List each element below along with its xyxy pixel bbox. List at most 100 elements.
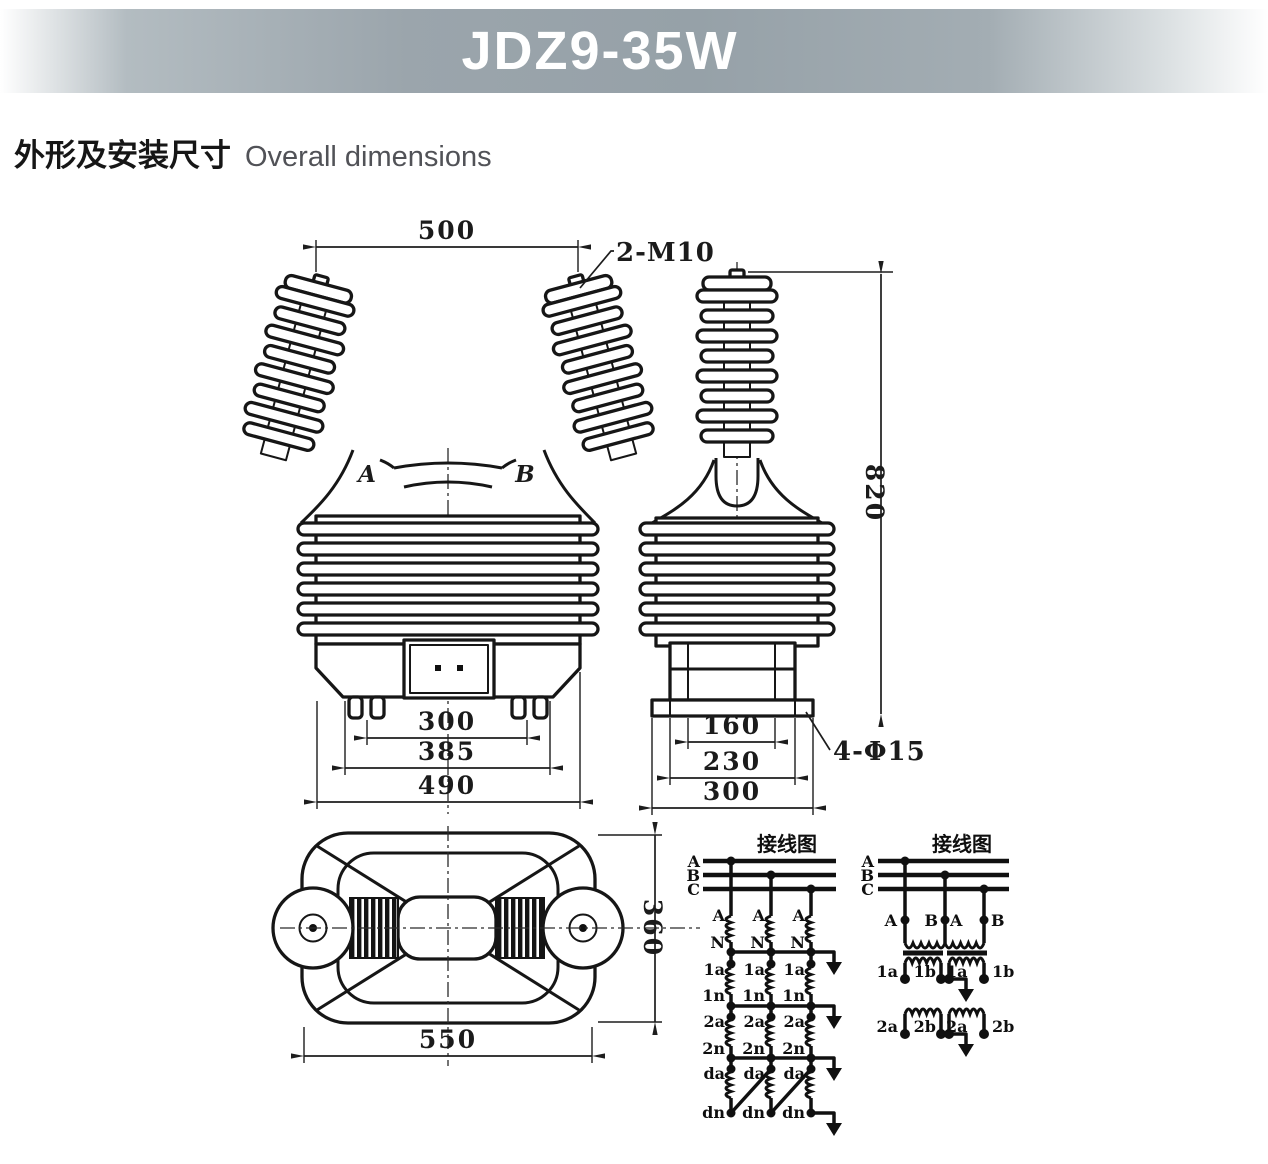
hole-leader bbox=[805, 711, 831, 751]
vv-primary-coil-1 bbox=[903, 938, 947, 950]
terminal-mark bbox=[457, 665, 463, 671]
svg-text:da: da bbox=[783, 1064, 805, 1083]
svg-text:N: N bbox=[750, 933, 765, 952]
side-view-drawing: 820 4-Φ15 160 230 300 bbox=[638, 260, 926, 815]
hole-label: 4-Φ15 bbox=[833, 737, 926, 767]
vv-secondary1-coil-1 bbox=[903, 956, 943, 968]
front-right-insulator bbox=[534, 264, 664, 469]
svg-text:1n: 1n bbox=[702, 986, 725, 1005]
svg-text:B: B bbox=[991, 911, 1005, 930]
front-foot bbox=[369, 695, 386, 720]
dim-300-front: 300 bbox=[418, 707, 476, 736]
front-saddle-bottom bbox=[403, 480, 493, 489]
front-fin bbox=[296, 621, 600, 637]
front-view-drawing: A B 500 2-M10 300 385 490 bbox=[233, 216, 715, 814]
svg-text:dn: dn bbox=[702, 1103, 725, 1122]
bus-b-label: B bbox=[860, 866, 874, 885]
svg-text:A: A bbox=[792, 906, 806, 925]
bus-a-label: A bbox=[687, 852, 701, 871]
svg-text:A: A bbox=[752, 906, 766, 925]
winding-labels: A A A N N N 1a 1a 1a 1n 1n 1n 2a 2a 2a 2… bbox=[702, 906, 805, 1122]
svg-text:1a: 1a bbox=[784, 960, 806, 979]
open-delta-ground-line bbox=[811, 1111, 836, 1123]
ground-arrow-icon bbox=[826, 1068, 842, 1081]
svg-text:1b: 1b bbox=[992, 962, 1014, 981]
open-delta-winding-coils bbox=[724, 1070, 816, 1100]
svg-text:1n: 1n bbox=[742, 986, 765, 1005]
plan-right-center-dot bbox=[579, 924, 587, 932]
dim-160: 160 bbox=[703, 711, 761, 740]
svg-text:da: da bbox=[743, 1064, 765, 1083]
terminal-mark bbox=[435, 665, 441, 671]
secondary2-winding-coils bbox=[724, 1018, 816, 1048]
bus-a-label: A bbox=[861, 852, 875, 871]
technical-drawing: A B 500 2-M10 300 385 490 820 4-Φ15 160 bbox=[233, 216, 1014, 1136]
svg-text:N: N bbox=[710, 933, 725, 952]
svg-text:B: B bbox=[924, 911, 938, 930]
vv-secondary2-stubs bbox=[903, 1014, 986, 1034]
svg-text:2b: 2b bbox=[992, 1017, 1014, 1036]
bolt-label: 2-M10 bbox=[616, 238, 715, 268]
svg-text:2a: 2a bbox=[744, 1012, 766, 1031]
side-fin bbox=[638, 561, 836, 577]
side-fin bbox=[638, 581, 836, 597]
dim-385: 385 bbox=[418, 737, 476, 766]
front-fin bbox=[296, 541, 600, 557]
side-fin bbox=[638, 601, 836, 617]
vv-secondary1-coil-2 bbox=[947, 956, 986, 968]
side-fin bbox=[638, 541, 836, 557]
dim-360: 360 bbox=[638, 899, 667, 957]
wiring-right-title: 接线图 bbox=[932, 832, 992, 856]
ground-arrow-icon bbox=[826, 1123, 842, 1136]
front-foot bbox=[532, 695, 549, 720]
section-title: 外形及安装尺寸 Overall dimensions bbox=[14, 130, 492, 175]
header-banner: JDZ9-35W bbox=[0, 9, 1268, 93]
svg-text:A: A bbox=[884, 911, 898, 930]
front-saddle-top bbox=[379, 458, 517, 470]
wiring-left-title: 接线图 bbox=[757, 832, 817, 856]
svg-text:1a: 1a bbox=[946, 962, 968, 981]
n-common-line bbox=[731, 950, 836, 962]
side-insulator bbox=[695, 268, 779, 459]
front-terminal-box-inner bbox=[409, 644, 489, 694]
svg-text:dn: dn bbox=[742, 1103, 765, 1122]
section-title-en: Overall dimensions bbox=[245, 141, 492, 173]
front-fin bbox=[296, 561, 600, 577]
svg-text:da: da bbox=[703, 1064, 725, 1083]
svg-text:A: A bbox=[712, 906, 726, 925]
secondary1-winding-coils bbox=[724, 966, 816, 996]
svg-text:2a: 2a bbox=[784, 1012, 806, 1031]
vv-secondary2-ground-line bbox=[949, 1032, 968, 1044]
dim-490: 490 bbox=[418, 771, 476, 800]
svg-text:2a: 2a bbox=[877, 1017, 899, 1036]
svg-text:2n: 2n bbox=[782, 1039, 805, 1058]
dim-820: 820 bbox=[860, 464, 889, 522]
bus-c-label: C bbox=[861, 880, 874, 899]
vv-secondary2-coil-1 bbox=[903, 1007, 943, 1019]
svg-text:1a: 1a bbox=[704, 960, 726, 979]
wiring-diagram-vv: 接线图 A B C A B A B 1a 1b 1a 1b 2a 2b 2a 2… bbox=[860, 832, 1014, 1057]
vv-secondary1-ground-line bbox=[949, 977, 968, 989]
front-bell-right bbox=[542, 449, 597, 525]
side-dome bbox=[714, 458, 760, 508]
sec2-common-line bbox=[731, 1056, 836, 1068]
section-title-zh: 外形及安装尺寸 bbox=[14, 138, 231, 173]
svg-text:2b: 2b bbox=[914, 1017, 936, 1036]
side-flange bbox=[650, 698, 815, 718]
side-fin bbox=[638, 521, 836, 537]
vv-terminal-labels: A B A B 1a 1b 1a 1b 2a 2b 2a 2b bbox=[877, 911, 1015, 1036]
ground-arrow-icon bbox=[958, 989, 974, 1002]
svg-text:dn: dn bbox=[782, 1103, 805, 1122]
front-fin bbox=[296, 581, 600, 597]
bus-c-label: C bbox=[687, 880, 700, 899]
front-bell-left bbox=[299, 449, 355, 525]
svg-text:1n: 1n bbox=[782, 986, 805, 1005]
front-fin bbox=[296, 521, 600, 537]
vv-secondary2-coil-2 bbox=[947, 1007, 986, 1019]
front-foot bbox=[510, 695, 527, 720]
svg-text:2a: 2a bbox=[946, 1017, 968, 1036]
svg-text:A: A bbox=[949, 911, 963, 930]
page-title: JDZ9-35W bbox=[461, 21, 739, 81]
svg-text:1a: 1a bbox=[877, 962, 899, 981]
